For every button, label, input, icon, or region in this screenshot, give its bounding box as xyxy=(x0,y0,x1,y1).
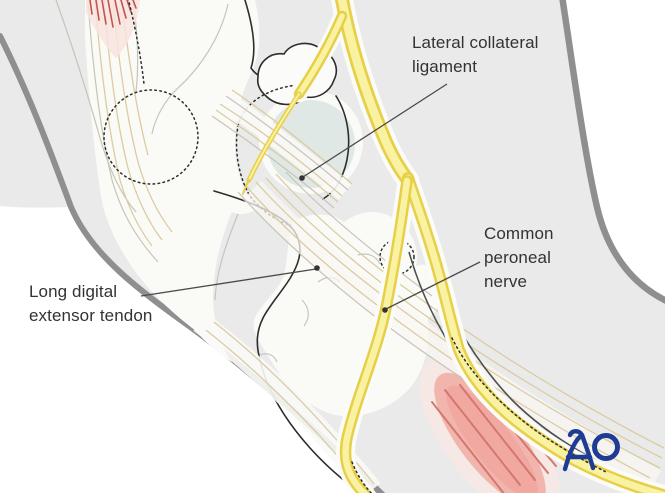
leader-long-digital-extensor xyxy=(140,268,317,297)
leader-lines xyxy=(140,83,481,313)
leader-lateral-collateral xyxy=(302,83,448,178)
label-common-peroneal-nerve: Common peroneal nerve xyxy=(484,222,554,294)
ao-logo xyxy=(562,429,620,472)
label-line: nerve xyxy=(484,272,528,291)
tibialis-muscle xyxy=(419,356,561,493)
dotted-medial-condyle xyxy=(103,89,199,185)
leader-common-peroneal xyxy=(385,261,481,310)
dotted-lateral-condyle xyxy=(235,84,353,231)
label-line: Common xyxy=(484,224,554,243)
dotted-nerve-course xyxy=(451,337,609,474)
extensor-tendon-lines xyxy=(237,171,665,493)
label-line: ligament xyxy=(412,57,478,76)
label-long-digital-extensor-tendon: Long digital extensor tendon xyxy=(29,280,152,328)
collateral-ligament-band xyxy=(211,89,353,209)
label-line: extensor tendon xyxy=(29,306,153,325)
limb-back-outline xyxy=(559,0,665,304)
dotted-femur-line xyxy=(127,0,145,85)
label-line: Lateral collateral xyxy=(412,33,539,52)
red-muscle-fibers xyxy=(86,0,140,58)
label-lateral-collateral-ligament: Lateral collateral ligament xyxy=(412,31,539,79)
peroneal-nerve xyxy=(242,0,665,493)
label-line: peroneal xyxy=(484,248,551,267)
label-line: Long digital xyxy=(29,282,118,301)
